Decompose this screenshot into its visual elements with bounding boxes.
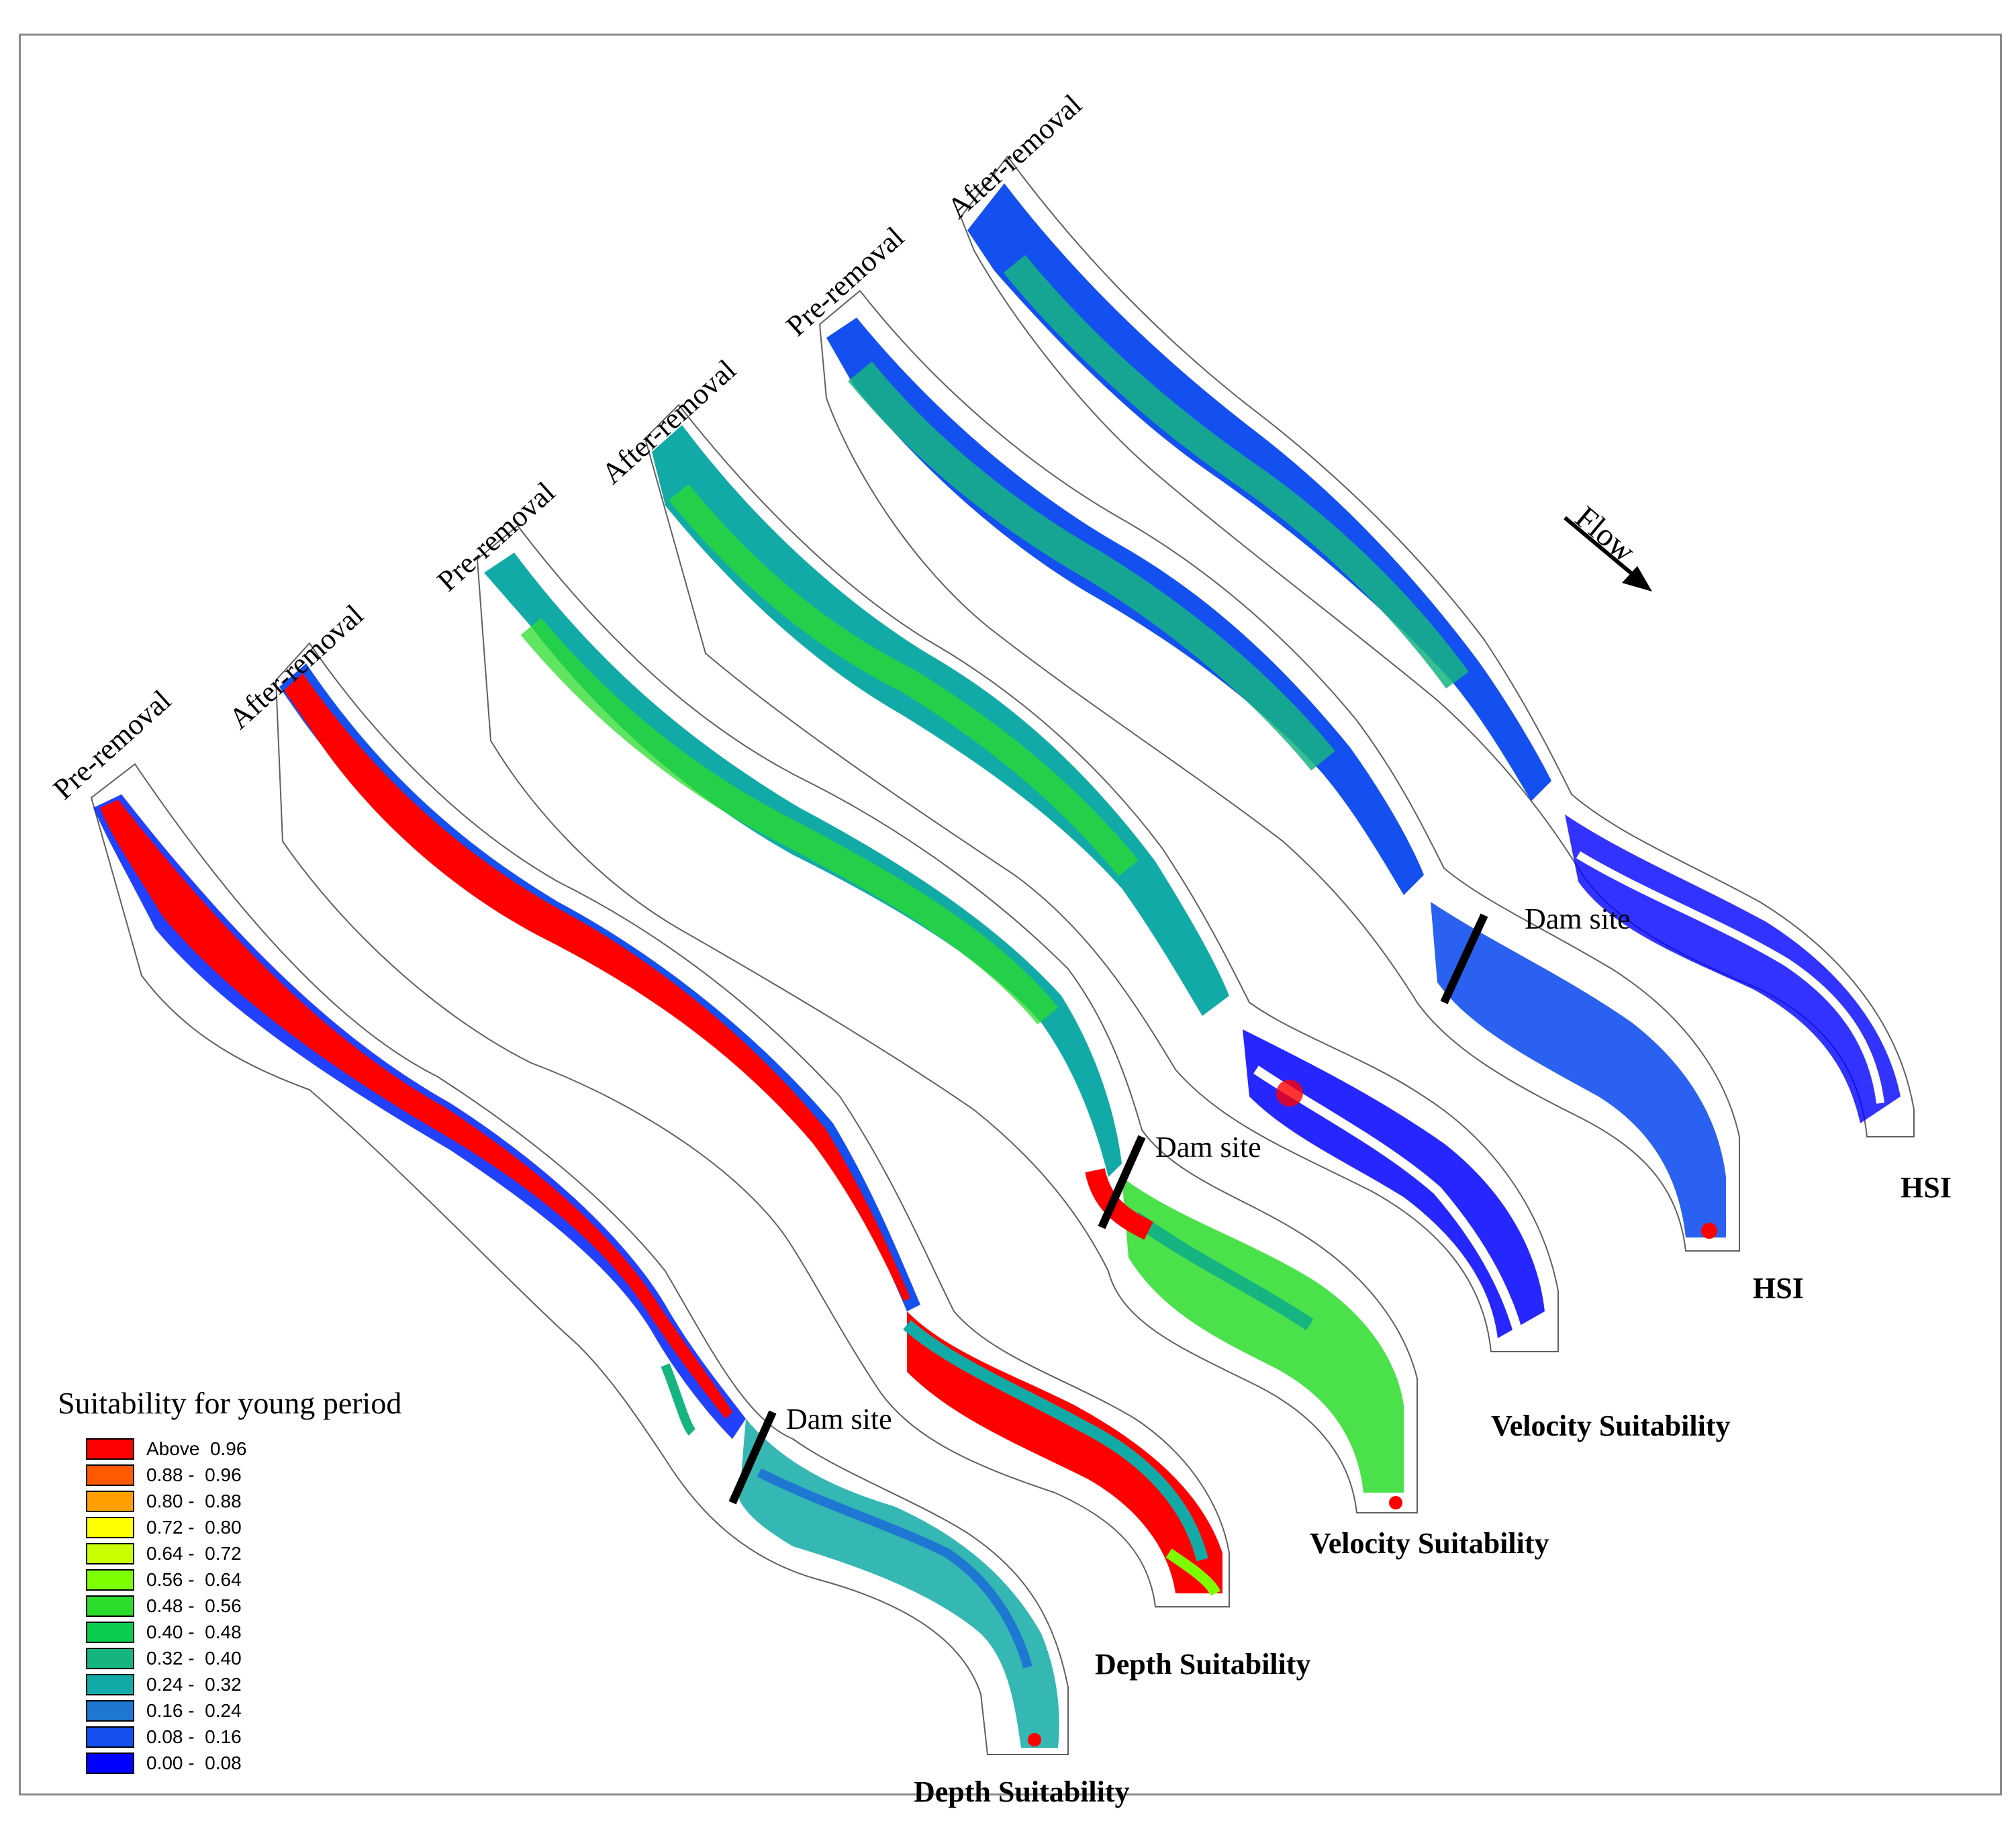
panel-hsi-pre [818, 289, 1740, 1252]
legend-swatch [86, 1490, 134, 1512]
velocity-after-fill [652, 425, 1545, 1338]
panel-depth-after [275, 642, 1230, 1607]
legend-swatch [86, 1752, 134, 1774]
legend-swatch [86, 1647, 134, 1669]
dam-site-label-depth: Dam site [786, 1403, 892, 1436]
flow-arrow [1564, 516, 1652, 592]
legend-class-label: 0.72 - 0.80 [146, 1516, 242, 1538]
legend-class-label: 0.88 - 0.96 [146, 1464, 242, 1485]
legend-swatch [86, 1699, 134, 1722]
legend-title: Suitability for young period [58, 1386, 402, 1420]
legend-swatch [86, 1673, 134, 1695]
figure-frame: Pre-removal After-removal Pre-removal Af… [19, 34, 2002, 1808]
legend-class-row: 0.16 - 0.24 [86, 1697, 514, 1724]
legend-swatch [86, 1726, 134, 1748]
legend-class-row: 0.08 - 0.16 [86, 1724, 514, 1750]
legend-class-row: 0.64 - 0.72 [86, 1540, 514, 1567]
legend-class-label: 0.32 - 0.40 [146, 1647, 242, 1669]
legend-class-row: 0.88 - 0.96 [86, 1462, 514, 1488]
legend-class-label: 0.00 - 0.08 [146, 1752, 242, 1773]
legend-class-label: 0.08 - 0.16 [146, 1726, 242, 1747]
legend-class-row: 0.56 - 0.64 [86, 1567, 514, 1593]
variable-label-velocity-pre: Velocity Suitability [1310, 1527, 1549, 1560]
dam-site-marker [728, 1410, 777, 1505]
legend-swatch [86, 1438, 134, 1460]
legend-class-label: 0.48 - 0.56 [146, 1595, 242, 1616]
legend-swatch [86, 1595, 134, 1617]
legend-class-label: 0.24 - 0.32 [146, 1673, 242, 1695]
variable-label-depth-after: Depth Suitability [1095, 1648, 1311, 1681]
variable-label-velocity-after: Velocity Suitability [1491, 1409, 1731, 1442]
panel-hsi-after [959, 155, 1915, 1137]
legend-swatch [86, 1542, 134, 1564]
legend-class-row: 0.80 - 0.88 [86, 1488, 514, 1514]
legend-class-row: 0.72 - 0.80 [86, 1514, 514, 1540]
dam-site-marker [1440, 913, 1488, 1004]
panel-depth-pre [90, 763, 1069, 1755]
legend-class-label: 0.64 - 0.72 [146, 1542, 242, 1564]
legend-class-label: 0.80 - 0.88 [146, 1490, 242, 1511]
legend-classes: Above 0.96 0.88 - 0.96 0.80 - 0.88 0.72 - 0… [86, 1436, 514, 1776]
variable-label-hsi-after: HSI [1901, 1171, 1952, 1204]
legend: Suitability for young period Above 0.96 0… [58, 1385, 514, 1776]
hsi-after-fill [967, 183, 1901, 1123]
depth-pre-fill [93, 794, 1059, 1748]
legend-class-label: 0.56 - 0.64 [146, 1569, 242, 1590]
legend-class-label: 0.40 - 0.48 [146, 1621, 242, 1642]
legend-class-row: 0.48 - 0.56 [86, 1593, 514, 1619]
suitability-map [90, 155, 1915, 1755]
dam-site-label-hsi: Dam site [1525, 902, 1631, 935]
panel-velocity-pre [476, 524, 1418, 1513]
variable-label-depth-pre: Depth Suitability [914, 1775, 1130, 1808]
hsi-pre-fill [826, 318, 1726, 1239]
legend-class-row: 0.24 - 0.32 [86, 1671, 514, 1697]
legend-swatch [86, 1516, 134, 1538]
legend-class-label: Above 0.96 [146, 1438, 247, 1459]
dam-site-marker [1098, 1135, 1146, 1229]
legend-class-label: 0.16 - 0.24 [146, 1699, 242, 1721]
depth-after-fill [279, 663, 1222, 1597]
panel-velocity-after [644, 404, 1559, 1352]
variable-label-hsi-pre: HSI [1753, 1272, 1804, 1305]
legend-class-row: 0.00 - 0.08 [86, 1750, 514, 1776]
legend-swatch [86, 1464, 134, 1486]
legend-class-row: 0.40 - 0.48 [86, 1619, 514, 1645]
legend-swatch [86, 1621, 134, 1643]
dam-site-label-velocity: Dam site [1155, 1131, 1261, 1164]
legend-swatch [86, 1569, 134, 1591]
legend-class-row: 0.32 - 0.40 [86, 1645, 514, 1671]
legend-class-row: Above 0.96 [86, 1436, 514, 1462]
